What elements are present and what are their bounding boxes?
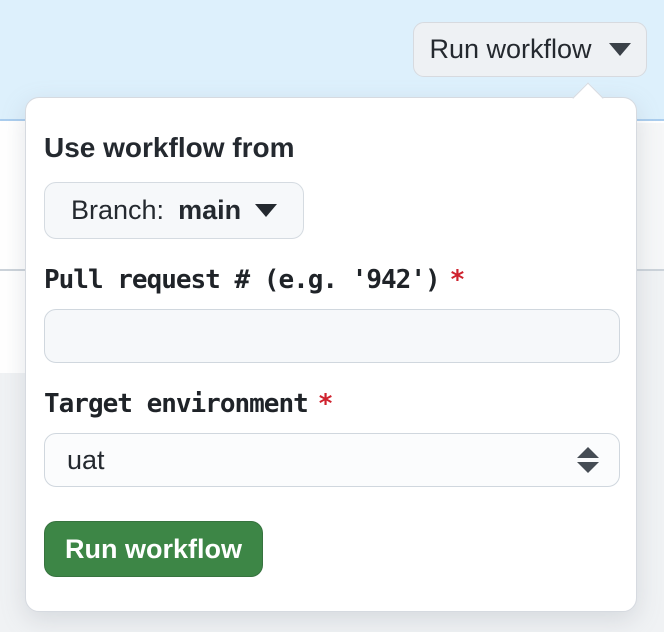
required-asterisk: * xyxy=(317,389,334,419)
pull-request-label: Pull request # (e.g. '942')* xyxy=(44,265,466,295)
run-workflow-dropdown-label: Run workflow xyxy=(429,34,592,64)
run-workflow-submit-button[interactable]: Run workflow xyxy=(44,521,263,577)
page-background-right xyxy=(637,123,664,269)
popover-heading: Use workflow from xyxy=(44,132,295,163)
branch-prefix-label: Branch: xyxy=(71,195,165,225)
target-environment-select[interactable]: uat xyxy=(44,433,620,487)
run-workflow-dropdown-button[interactable]: Run workflow xyxy=(413,22,647,77)
caret-up-down-icon xyxy=(577,447,599,473)
required-asterisk: * xyxy=(449,265,466,295)
run-workflow-submit-label: Run workflow xyxy=(65,533,242,564)
chevron-down-icon xyxy=(255,204,278,217)
page-background-left xyxy=(0,271,26,373)
run-workflow-popover: Use workflow from Branch: main Pull requ… xyxy=(25,82,637,612)
target-environment-value: uat xyxy=(67,444,105,475)
pull-request-input[interactable] xyxy=(44,309,620,363)
branch-name: main xyxy=(178,195,242,225)
chevron-down-icon xyxy=(608,43,631,56)
target-environment-label: Target environment* xyxy=(44,389,334,419)
branch-selector-button[interactable]: Branch: main xyxy=(44,182,305,239)
